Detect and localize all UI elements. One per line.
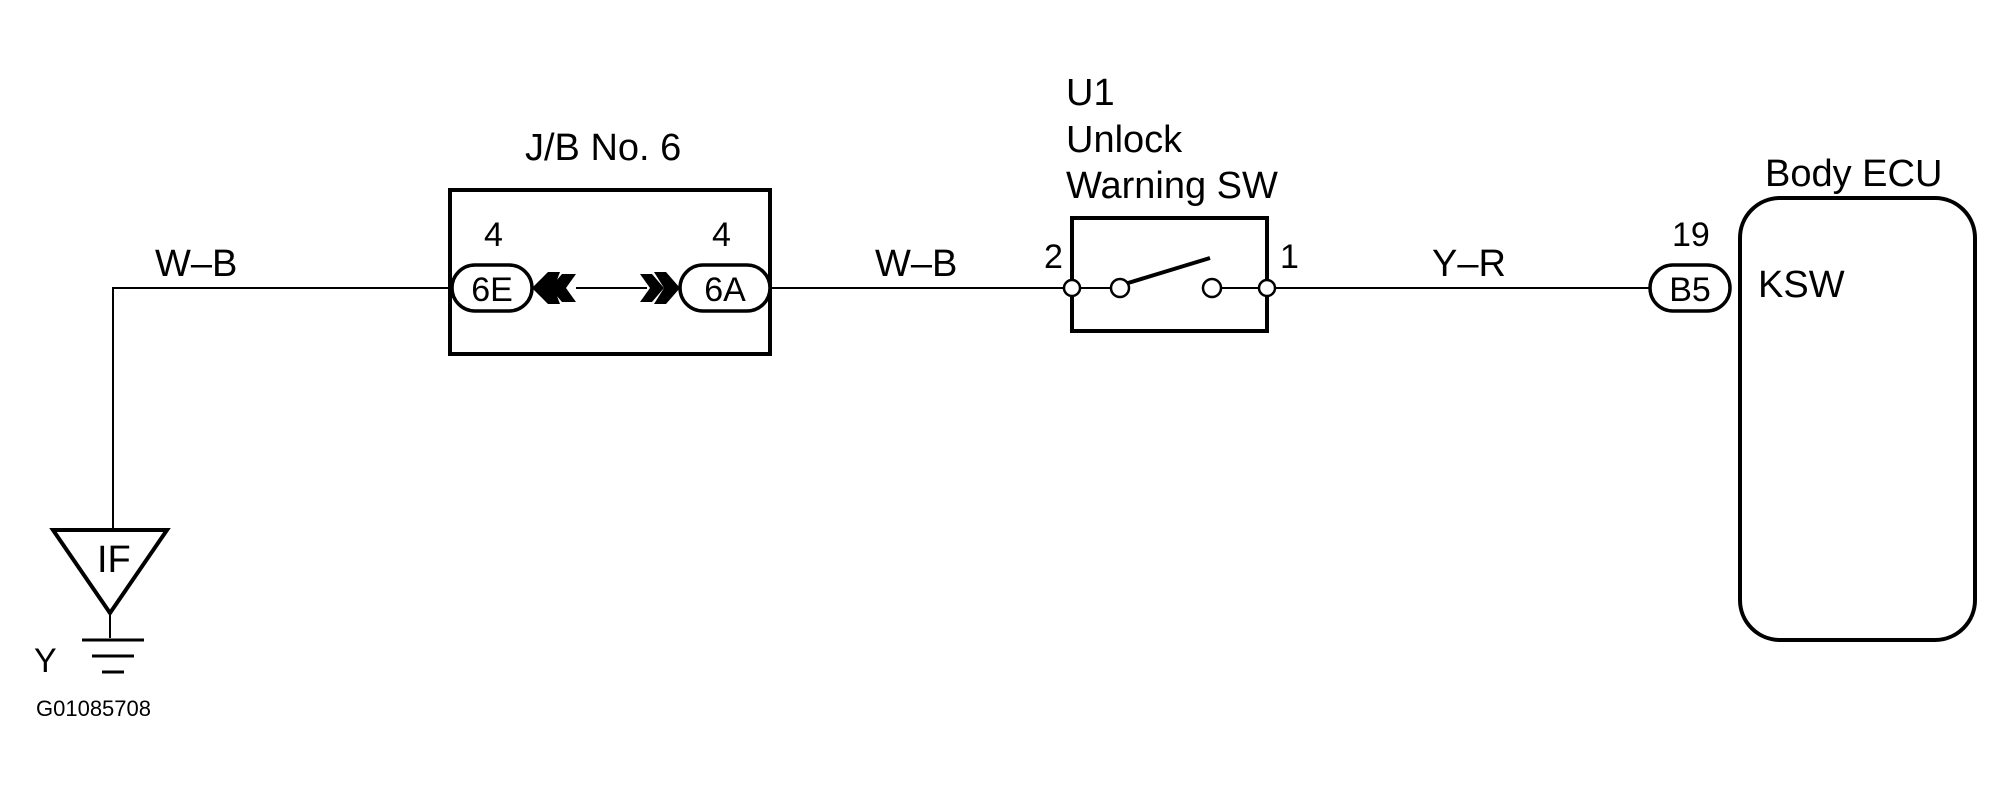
switch-terminal-right [1257, 278, 1277, 298]
connector-6a-label: 6A [704, 271, 746, 309]
switch-contact-left [1109, 277, 1131, 299]
connector-6e-female-arrow [532, 272, 560, 304]
switch-contact-arm [1127, 256, 1211, 285]
ecu-terminal: KSW [1758, 264, 1845, 306]
connector-6a-male-arrow-inner [654, 272, 680, 304]
jb-box [448, 188, 772, 356]
switch-box [1070, 216, 1269, 333]
jb-left-pin: 4 [484, 216, 503, 254]
jb-right-pin: 4 [712, 216, 731, 254]
wire-label-switch-to-ecu: Y–R [1432, 243, 1506, 285]
switch-contact-right [1201, 277, 1223, 299]
ecu-pin: 19 [1672, 216, 1710, 254]
wire-label-jb-to-switch: W–B [875, 243, 957, 285]
connector-6e-female-arrow-inner [550, 274, 576, 302]
ground-point-triangle [49, 528, 171, 617]
jb-title: J/B No. 6 [525, 127, 681, 169]
connector-6a-male-arrow [640, 274, 664, 302]
wire-ground-to-jb [112, 287, 452, 604]
switch-name-line1: Unlock [1066, 119, 1183, 161]
ecu-box [1738, 196, 1977, 642]
ecu-title: Body ECU [1765, 153, 1942, 195]
switch-pin-left: 2 [1044, 238, 1063, 276]
switch-code: U1 [1066, 72, 1115, 114]
switch-name-line2: Warning SW [1066, 165, 1278, 207]
switch-pin-right: 1 [1280, 238, 1299, 276]
switch-terminal-left [1062, 278, 1082, 298]
connector-b5 [1648, 263, 1732, 313]
connector-6e-label: 6E [471, 271, 513, 309]
wire-label-ground-to-jb: W–B [155, 243, 237, 285]
ground-point-label: IF [97, 539, 131, 581]
ground-side-label: Y [34, 642, 57, 680]
figure-id: G01085708 [36, 696, 151, 721]
connector-b5-label: B5 [1669, 271, 1711, 309]
